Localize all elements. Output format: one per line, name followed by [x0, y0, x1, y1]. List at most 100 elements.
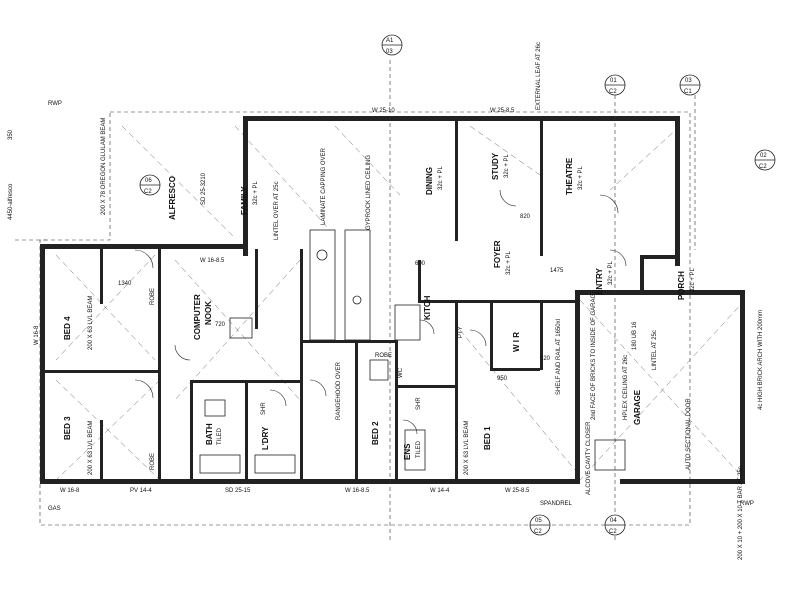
room-ldry: L'DRY	[261, 426, 270, 450]
room-theatre: THEATRE	[565, 157, 574, 195]
note-gyprock: GYPROCK LINED CEILING	[366, 155, 372, 230]
marker-text: 03	[386, 49, 393, 55]
note-lvl-bed1: 200 X 63 LVL BEAM	[464, 421, 470, 475]
marker-text: C2	[609, 529, 617, 535]
note-lvl-bed3: 200 X 63 LVL BEAM	[88, 421, 94, 475]
note-alfresco-depth: 4450-alfresco	[8, 183, 14, 220]
marker-text: C2	[534, 529, 542, 535]
code-w5: W 14-4	[430, 488, 450, 494]
room-study: STUDY	[491, 152, 500, 180]
room-family-sub: 32c + PL	[253, 180, 259, 205]
room-wc: WC	[398, 367, 404, 378]
code-spandrel: SPANDREL	[540, 501, 573, 507]
room-nook: NOOK	[204, 301, 213, 325]
room-bath: BATH	[205, 423, 214, 445]
marker-text: C2	[144, 189, 152, 195]
note-laminate: LAMINATE CAPPING OVER	[321, 147, 327, 225]
fixtures	[199, 317, 626, 474]
code-rwp-1: RWP	[48, 101, 62, 107]
section-markers: A1 03 01 C2 03 C1 02 C2 06 C2	[139, 34, 776, 536]
room-wir: W I R	[512, 332, 521, 352]
room-dining-sub: 32c + PL	[438, 165, 444, 190]
room-porch-sub: 32c + PL	[690, 267, 696, 292]
room-theatre-sub: 32c + PL	[578, 165, 584, 190]
marker-text: 04	[610, 518, 617, 524]
note-lvl-bed4: 200 X 63 LVL BEAM	[88, 296, 94, 350]
gas-meter: GAS	[48, 506, 61, 512]
dim-820: 820	[520, 214, 531, 220]
dim-720: 720	[215, 322, 226, 328]
kitchen-bench	[309, 229, 421, 341]
code-w3: W 16-8	[60, 488, 80, 494]
code-w1: W 25-10	[372, 108, 395, 114]
dim-1340: 1340	[118, 281, 132, 287]
doors	[134, 189, 627, 435]
room-robe-3: ROBE	[375, 353, 392, 359]
code-w16: W 16-8	[34, 325, 40, 345]
room-entry-sub: 32c + PL	[608, 260, 614, 285]
note-garage-ceiling: HPLEX CEILING AT 26c	[623, 355, 629, 420]
room-entry: ENTRY	[595, 268, 604, 295]
room-bed1: BED 1	[483, 426, 492, 450]
marker-text: C1	[684, 89, 692, 95]
dim-920: 920	[540, 356, 551, 362]
code-w2: W 25-8.5	[490, 108, 515, 114]
marker-c1: 03 C1	[679, 74, 701, 96]
room-study-sub: 32c + PL	[504, 153, 510, 178]
marker-right: 02 C2	[754, 149, 776, 171]
marker-text: 05	[535, 518, 542, 524]
note-bar: 200 X 10 + 200 X 10 T BAR AT 25c	[738, 466, 744, 560]
notes: 200 X 78 OREGON GLULAM BEAM LINTEL OVER …	[8, 42, 764, 560]
note-garage-beam: 180 UB 16	[632, 321, 638, 350]
note-brick-face: 2nd FACE OF BRICKS TO INSIDE OF GARAGE	[591, 290, 597, 420]
room-shr-2: SHR	[416, 397, 422, 410]
marker-bottom-2: 04 C2	[604, 514, 626, 536]
code-w6: W 16-8.5	[200, 258, 225, 264]
marker-text: 06	[145, 178, 152, 184]
room-garage: GARAGE	[633, 389, 642, 425]
grid-lines	[15, 60, 696, 540]
room-robe-1: ROBE	[150, 288, 156, 305]
eaves-outline	[39, 111, 691, 526]
wall-codes: W 25-10 W 25-8.5 W 16-8 SD 25-15 W 16-8.…	[48, 101, 754, 507]
marker-text: C2	[759, 164, 767, 170]
code-w4: W 16-8.5	[345, 488, 370, 494]
code-sd2: SD 25-15	[225, 488, 251, 494]
room-porch: PORCH	[677, 271, 686, 300]
internal-walls	[40, 121, 575, 479]
code-pr: PV 14-4	[130, 488, 152, 494]
room-pty: PTY	[458, 326, 464, 338]
room-family: FAMILY	[240, 186, 249, 215]
marker-text: A1	[386, 38, 394, 44]
code-rwp-2: RWP	[740, 501, 754, 507]
roof-lines	[55, 125, 746, 481]
code-w7: W 25-8.5	[505, 488, 530, 494]
note-brick-arch: 4c HIGH BRICK ARCH WITH 200mm	[758, 310, 764, 410]
room-ens-sub: TILED	[416, 440, 422, 458]
room-kitch: KITCH	[423, 295, 432, 320]
room-alfresco: ALFRESCO	[168, 176, 177, 220]
external-walls	[40, 116, 745, 484]
marker-a1: A1 03	[381, 34, 403, 56]
marker-text: 03	[685, 78, 692, 84]
room-bath-sub: TILED	[217, 427, 223, 445]
room-shr: SHR	[261, 402, 267, 415]
room-labels: ALFRESCO FAMILY 32c + PL DINING 32c + PL…	[48, 152, 696, 512]
note-alfresco-beam: 200 X 78 OREGON GLULAM BEAM	[101, 118, 107, 215]
room-dining: DINING	[425, 167, 434, 195]
code-sd: SD 25-3210	[201, 172, 207, 205]
note-ext-leaf: EXTERNAL LEAF AT 26c	[536, 42, 542, 110]
room-bed4: BED 4	[63, 316, 72, 340]
marker-text: C2	[609, 89, 617, 95]
note-shelf: SHELF AND RAIL AT 1650xl	[556, 319, 562, 395]
room-ens: ENS	[403, 443, 412, 460]
note-garage-lintel: LINTEL AT 25c	[652, 330, 658, 370]
marker-text: 02	[760, 153, 767, 159]
marker-c2-top: 01 C2	[604, 74, 626, 96]
note-350: 350	[8, 129, 14, 140]
note-alcove: ALCOVE CAVITY CLOSER	[586, 421, 592, 495]
note-family-lintel: LINTEL OVER AT 25c	[274, 181, 280, 240]
room-bed2: BED 2	[371, 421, 380, 445]
dim-1475: 1475	[550, 268, 564, 274]
